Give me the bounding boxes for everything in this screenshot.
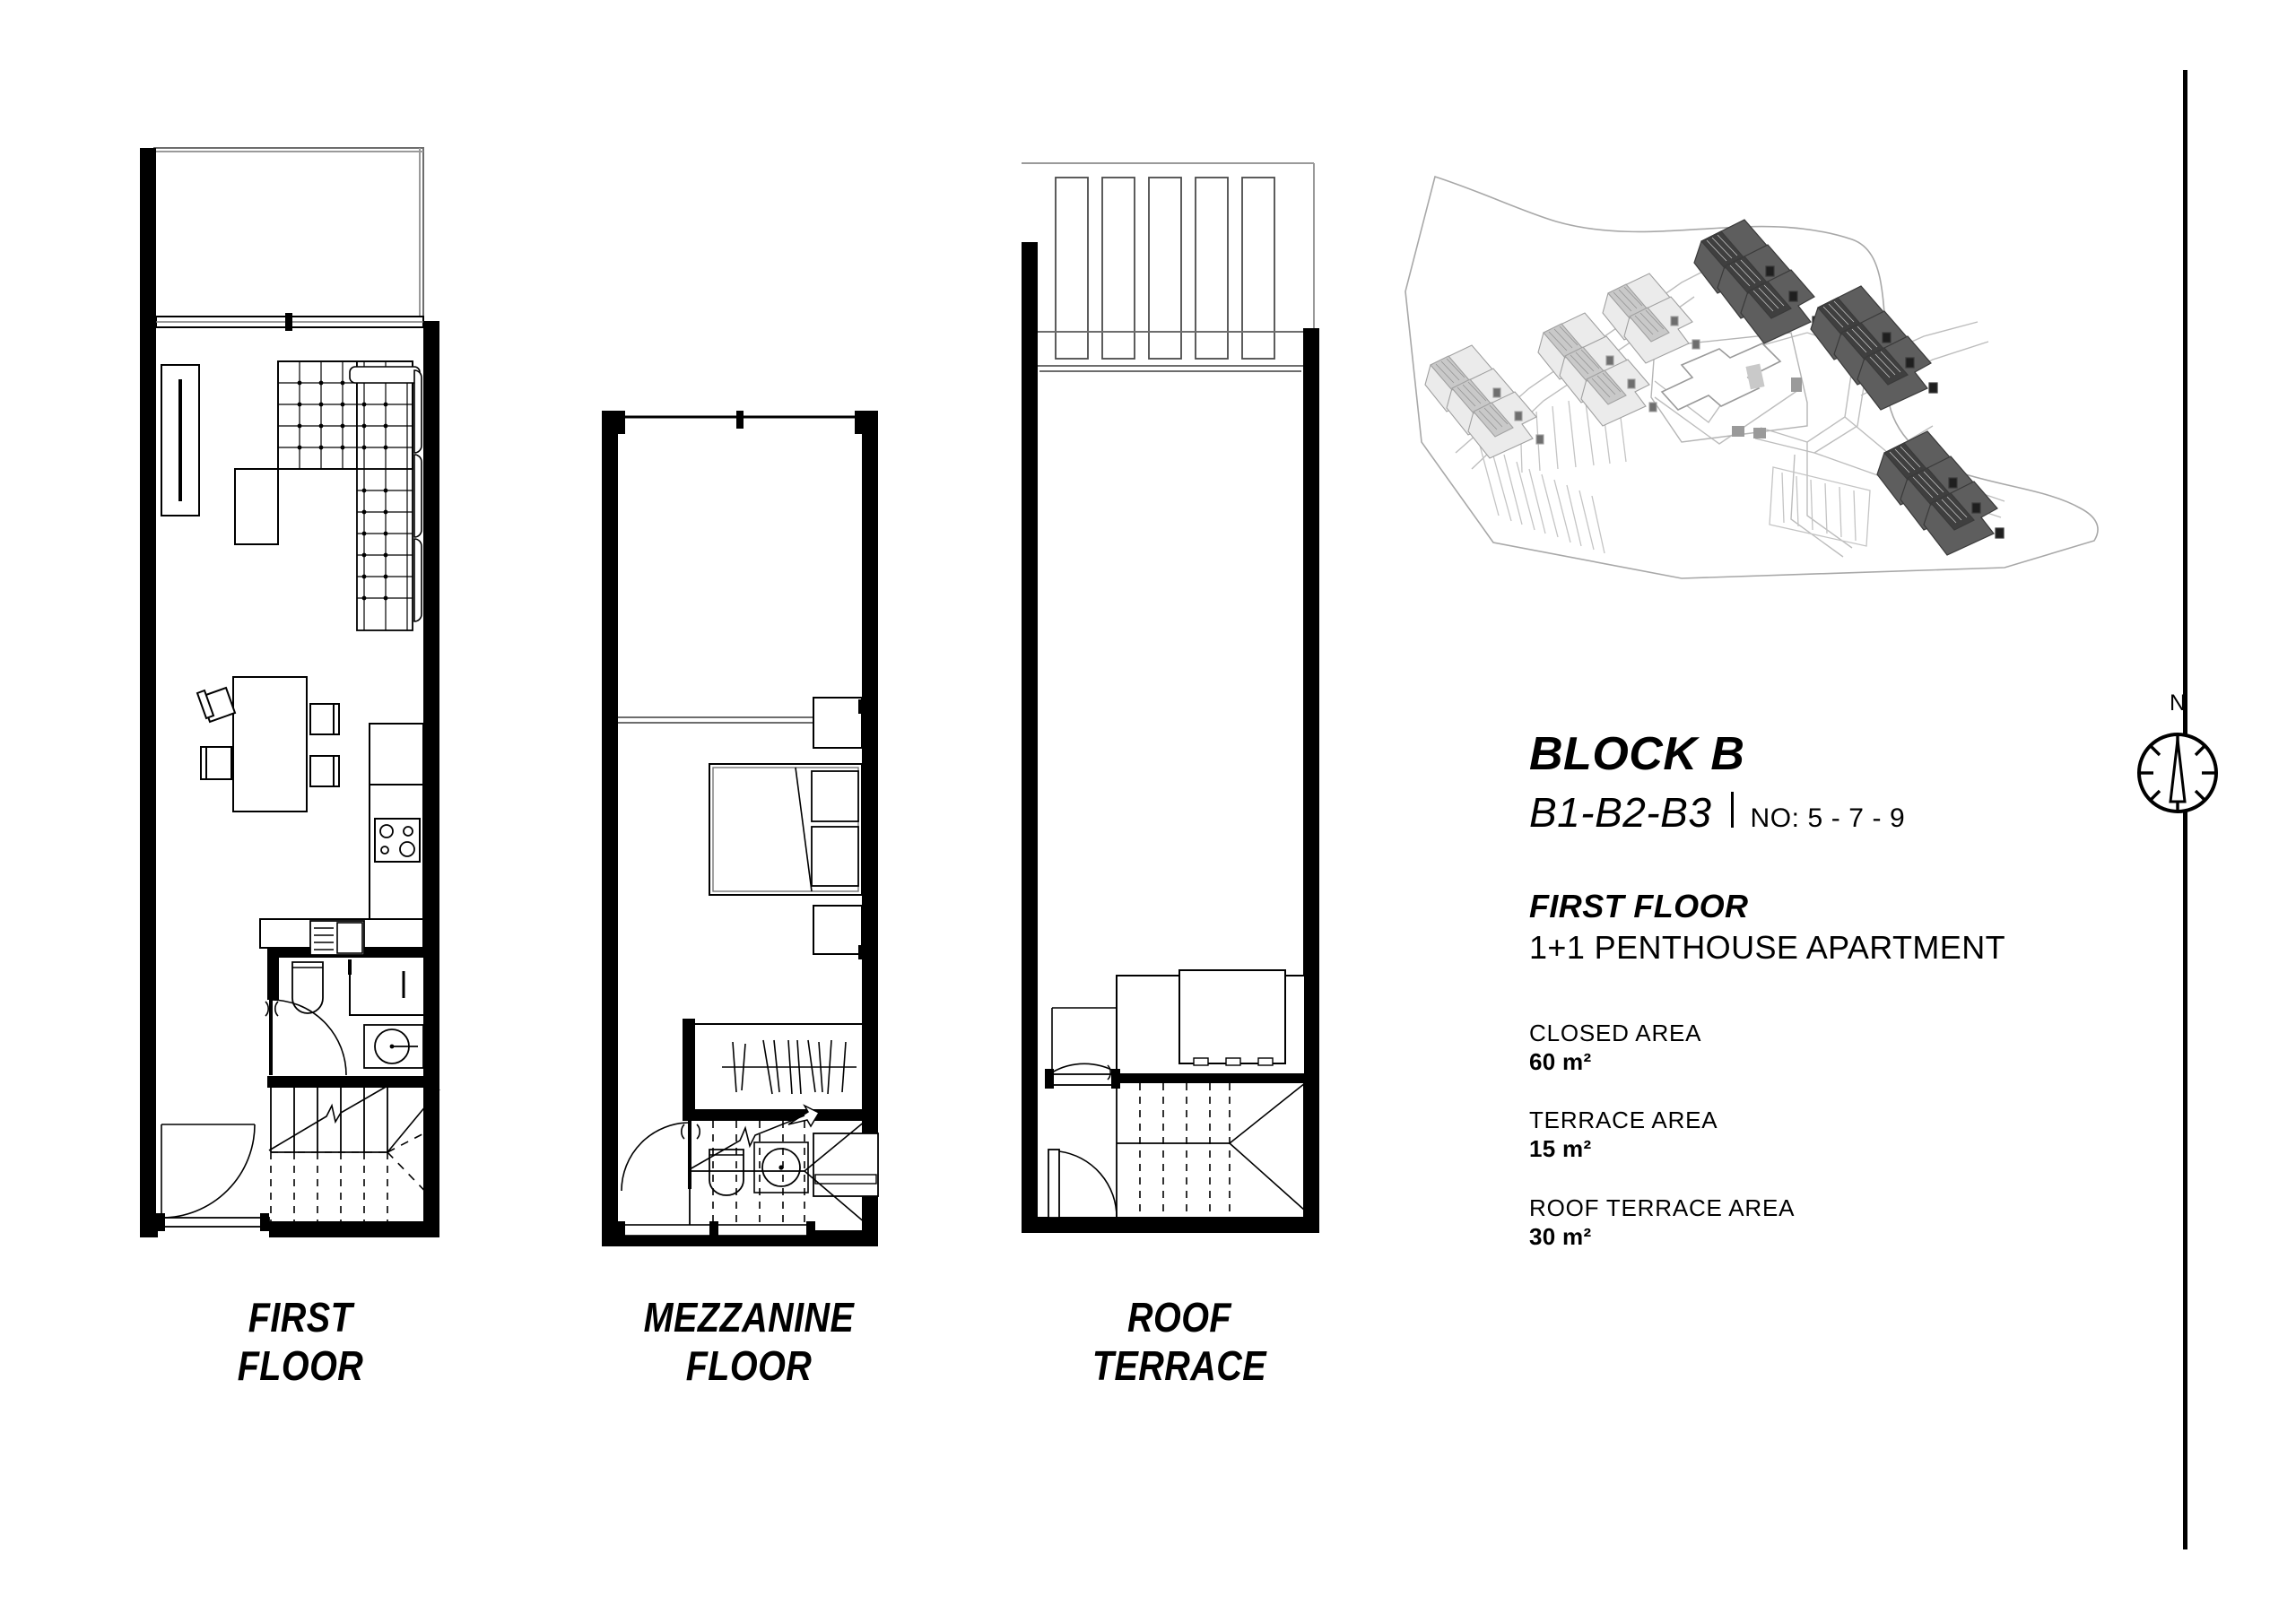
- floor-title: FIRST FLOOR: [1529, 888, 1749, 924]
- entry-door: [156, 1124, 270, 1237]
- compass-rose: N: [2130, 690, 2225, 825]
- info-panel: BLOCK B B1-B2-B3 NO: 5 - 7 - 9 FIRST FLO…: [1529, 731, 2157, 1251]
- roof-terrace-plan: [1018, 152, 1341, 1251]
- site-cluster-highlight-2: [1810, 285, 1938, 411]
- nightstand-bottom: [813, 905, 863, 955]
- compass-icon: [2137, 733, 2218, 813]
- tv-unit: [161, 364, 200, 516]
- bathroom: [265, 959, 424, 1076]
- area-item-roof-terrace: ROOF TERRACE AREA 30 m²: [1529, 1194, 2157, 1251]
- dining-set: [196, 676, 340, 812]
- plan-caption-mezzanine: MEZZANINE FLOOR: [643, 1294, 855, 1390]
- area-label: TERRACE AREA: [1529, 1107, 1718, 1134]
- floor-subtitle: 1+1 PENTHOUSE APARTMENT: [1529, 929, 2006, 966]
- site-cluster-light-a: [1424, 344, 1544, 459]
- window-bottom: [616, 1221, 815, 1239]
- block-number: NO: 5 - 7 - 9: [1750, 803, 1906, 833]
- area-value: 15 m²: [1529, 1135, 1592, 1163]
- staircase: [268, 1085, 440, 1221]
- wardrobe: [695, 1023, 878, 1095]
- nightstand-top: [813, 697, 863, 749]
- plan-caption-roof-terrace: ROOF TERRACE: [1091, 1294, 1267, 1390]
- kitchen: [259, 723, 424, 956]
- wall-mass: [140, 148, 439, 1237]
- first-floor-plan: [135, 139, 466, 1255]
- code-divider: [1731, 792, 1735, 828]
- sliding-door-terrace: [155, 313, 424, 331]
- site-cluster-highlight-3: [1876, 430, 2005, 556]
- sofa-sectional: [277, 360, 422, 631]
- compass-north-label: N: [2169, 690, 2187, 716]
- terrace-door-upper: [1045, 1007, 1120, 1089]
- staircase: [689, 1115, 866, 1230]
- site-cluster-light-c: [1602, 273, 1700, 364]
- plan-caption-first-floor: FIRST FLOOR: [237, 1294, 364, 1390]
- double-bed: [709, 763, 863, 896]
- area-label: CLOSED AREA: [1529, 1020, 1702, 1046]
- area-label: ROOF TERRACE AREA: [1529, 1193, 1796, 1221]
- roof-unit: [1116, 969, 1306, 1075]
- site-cluster-light-b: [1537, 312, 1657, 427]
- wall-mass: [602, 411, 878, 1246]
- terrace-door-lower: [1048, 1149, 1118, 1219]
- area-item-terrace: TERRACE AREA 15 m²: [1529, 1107, 2157, 1163]
- block-code: B1-B2-B3: [1529, 789, 1712, 836]
- site-cluster-highlight-1: [1693, 219, 1822, 344]
- staircase: [1116, 1082, 1306, 1217]
- bathroom: [621, 1104, 879, 1197]
- coffee-table: [234, 468, 279, 545]
- site-key-plan: [1386, 157, 2121, 601]
- area-item-closed: CLOSED AREA 60 m²: [1529, 1020, 2157, 1076]
- bathroom-door: [621, 1121, 700, 1192]
- block-code-row: B1-B2-B3 NO: 5 - 7 - 9: [1529, 792, 2157, 833]
- mezzanine-floor-plan: [596, 402, 901, 1255]
- pergola-slats: [1055, 177, 1275, 360]
- block-title: BLOCK B: [1529, 728, 1745, 780]
- area-value: 30 m²: [1529, 1222, 1592, 1250]
- terrace-edge: [1038, 331, 1303, 372]
- bathroom-door: [265, 998, 347, 1076]
- area-value: 60 m²: [1529, 1047, 1592, 1075]
